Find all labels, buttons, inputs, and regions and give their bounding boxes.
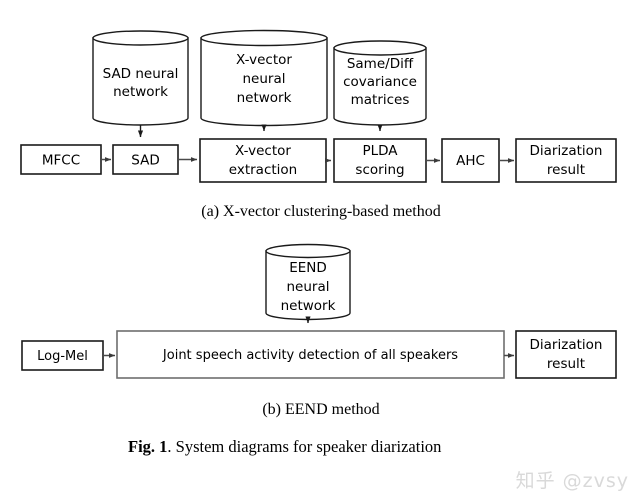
cylinder-x-vector-neural-network: X-vector neural network [200,29,328,127]
box-mfcc: MFCC [20,144,102,175]
box-diarization-result-a: Diarization result [515,138,617,183]
box-label: Log-Mel [37,349,88,364]
box-label: SAD [131,153,159,169]
box-x-vector-extraction: X-vector extraction [199,138,327,183]
box-label-line1: Diarization [530,337,603,353]
cylinder-label-line1: EEND [289,260,327,276]
box-plda-scoring: PLDA scoring [333,138,427,183]
box-diarization-result-b: Diarization result [515,330,617,379]
cylinder-label-line1: X-vector [236,52,292,68]
cylinder-label-line3: network [237,90,292,106]
box-sad: SAD [112,144,179,175]
box-label: AHC [456,153,485,169]
box-label-line2: scoring [355,162,404,178]
cylinder-label-line3: matrices [351,92,410,108]
cylinder-sad-neural-network: SAD neural network [92,30,189,126]
box-label-line2: extraction [229,162,297,178]
cylinder-label-line2: network [113,84,168,100]
cylinder-label-line1: Same/Diff [347,56,414,72]
figure-caption-prefix: Fig. 1 [128,437,167,456]
box-label: MFCC [42,153,80,169]
cylinder-label-line1: SAD neural [103,66,179,82]
figure-caption-rest: . System diagrams for speaker diarizatio… [167,437,441,456]
cylinder-eend-neural-network: EEND neural network [265,243,351,321]
cylinder-label-line3: network [281,298,336,314]
figure-caption: Fig. 1. System diagrams for speaker diar… [128,437,441,456]
box-label-line1: PLDA [362,143,398,159]
subcaption-a: (a) X-vector clustering-based method [201,203,440,220]
box-joint-speech-activity-detection: Joint speech activity detection of all s… [116,330,505,379]
box-label: Joint speech activity detection of all s… [162,348,458,363]
cylinder-same-diff-covariance-matrices: Same/Diff covariance matrices [333,40,427,126]
box-label-line1: Diarization [530,143,603,159]
box-label-line2: result [547,356,585,372]
cylinder-label-line2: neural [243,71,286,87]
box-log-mel: Log-Mel [21,340,104,371]
cylinder-label-line2: neural [287,279,330,295]
watermark: 知乎 @zvsy [515,470,629,492]
box-label-line2: result [547,162,585,178]
subcaption-b: (b) EEND method [262,401,379,418]
box-label-line1: X-vector [235,143,291,159]
cylinder-label-line2: covariance [343,74,417,90]
box-ahc: AHC [441,138,500,183]
svg-text:Fig. 1. System diagrams for sp: Fig. 1. System diagrams for speaker diar… [128,437,441,456]
